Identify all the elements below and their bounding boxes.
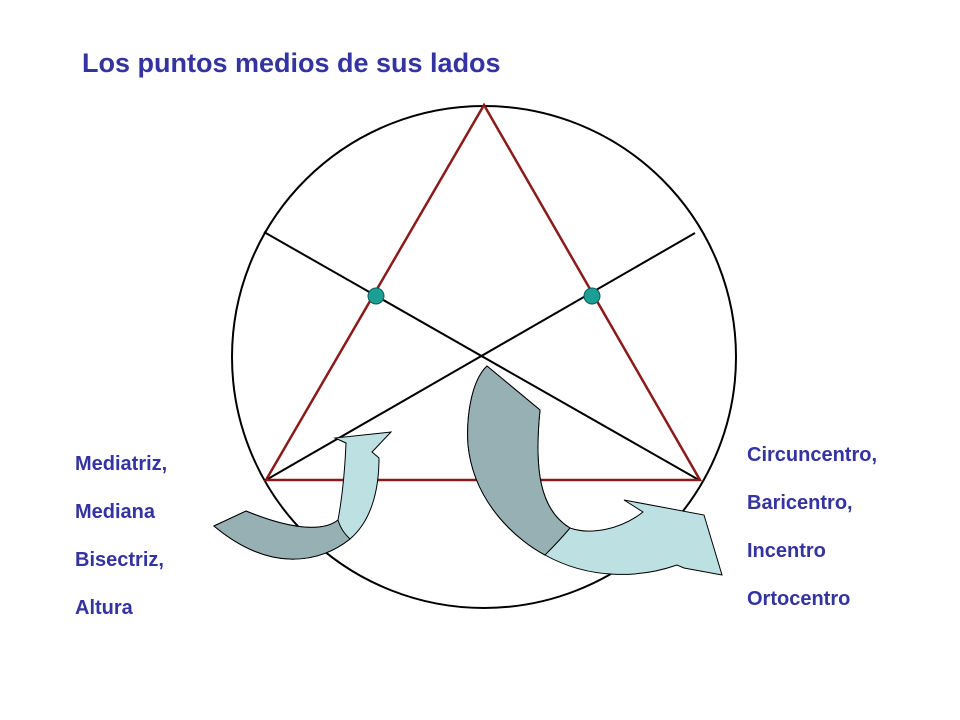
midpoint-left-side — [367, 287, 385, 305]
label-altura: Altura — [75, 597, 133, 619]
left-label-list: Mediatriz, Mediana Bisectriz, Altura — [75, 452, 167, 644]
right-label-list: Circuncentro, Baricentro, Incentro Ortoc… — [747, 443, 877, 635]
label-bisectriz: Bisectriz, — [75, 549, 164, 571]
right-curved-arrow-shadow — [467, 365, 571, 556]
label-incentro: Incentro — [747, 540, 826, 562]
label-ortocentro: Ortocentro — [747, 588, 851, 610]
label-mediana: Mediana — [75, 501, 156, 523]
label-baricentro: Baricentro, — [747, 492, 853, 514]
label-circuncentro: Circuncentro, — [747, 444, 878, 466]
page-title: Los puntos medios de sus lados — [82, 48, 501, 78]
midpoint-right-side — [583, 287, 601, 305]
left-curved-arrow-shadow — [213, 510, 351, 560]
label-mediatriz: Mediatriz, — [75, 453, 168, 475]
